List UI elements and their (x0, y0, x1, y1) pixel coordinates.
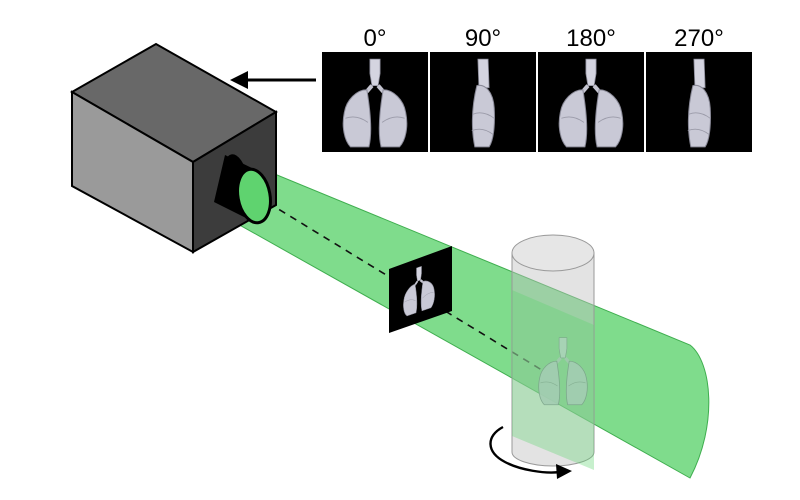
projection-angle-label: 180° (566, 25, 616, 52)
projection-2: 180° (538, 25, 644, 152)
projection-1: 90° (430, 25, 536, 152)
lens-icon (214, 154, 272, 225)
projection-angle-label: 270° (674, 25, 724, 52)
rotation-arrow-icon (489, 425, 572, 479)
optical-axis (256, 195, 546, 373)
light-beam (235, 169, 710, 479)
projection-3: 270° (646, 25, 752, 152)
projection-0: 0° (322, 25, 428, 152)
rotating-cylinder (511, 234, 595, 467)
projection-angle-label: 90° (465, 25, 501, 52)
arrow-left-icon (230, 71, 316, 89)
projection-strip: 0° 90° 180° 270° (322, 25, 752, 152)
projection-plane (389, 246, 452, 333)
projection-angle-label: 0° (364, 25, 387, 52)
